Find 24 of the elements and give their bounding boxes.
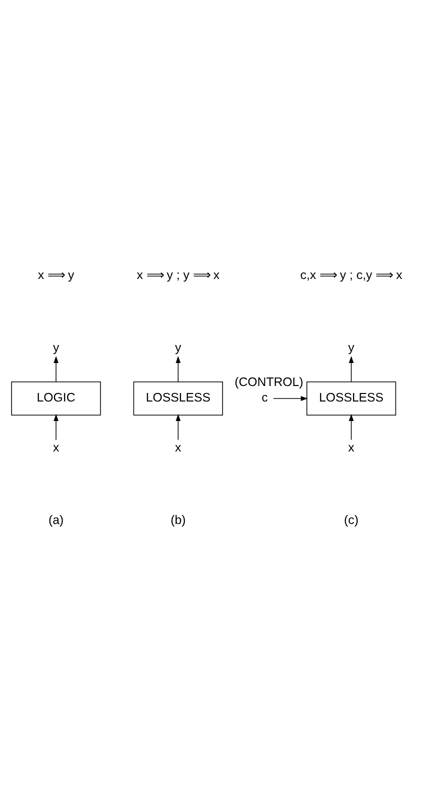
- node-label: (CONTROL): [234, 374, 304, 389]
- node-text: x: [175, 440, 182, 454]
- node-text: x: [52, 440, 60, 454]
- arrow: [176, 356, 181, 382]
- label: c,x ⟹ y ; c,y ⟹ x: [300, 268, 402, 282]
- node-text: y: [52, 340, 60, 355]
- node-box: LOGIC: [11, 382, 101, 416]
- node-text: c: [262, 390, 268, 404]
- label: (b): [170, 512, 186, 527]
- label: (a): [48, 512, 64, 527]
- label: x ⟹ y: [38, 268, 74, 282]
- arrow: [54, 414, 58, 440]
- label: (c): [344, 512, 358, 527]
- arrow: [348, 414, 354, 440]
- arrow: [176, 414, 181, 440]
- label: x ⟹ y ; y ⟹ x: [136, 268, 220, 282]
- arrow: [348, 356, 354, 382]
- node-text: y: [348, 340, 354, 355]
- node-box: LOSSLESS: [306, 382, 396, 416]
- node-text: y: [175, 340, 182, 355]
- node-text: x: [348, 440, 354, 454]
- arrow: [273, 396, 308, 401]
- node-box: LOSSLESS: [133, 382, 223, 416]
- arrow: [54, 356, 58, 382]
